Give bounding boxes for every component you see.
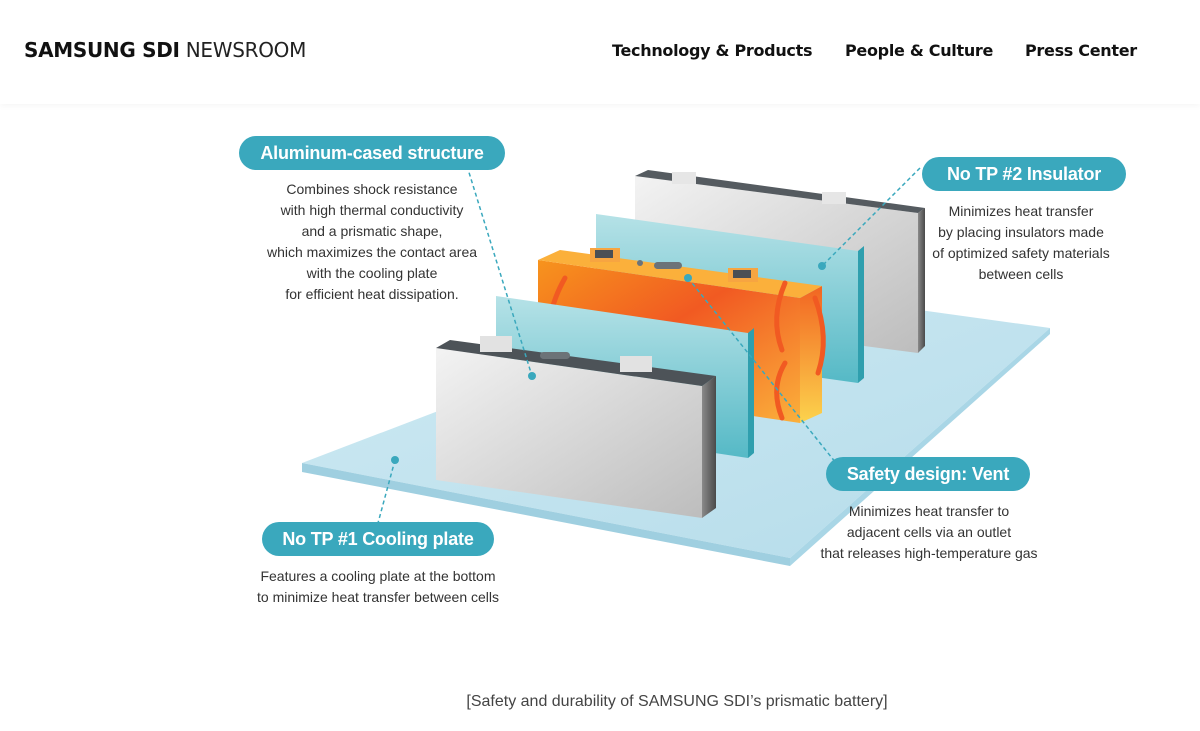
image-caption: [Safety and durability of SAMSUNG SDI’s … bbox=[466, 693, 888, 710]
callout-aluminum-title: Aluminum-cased structure bbox=[239, 136, 505, 170]
logo-brand: SAMSUNG SDI bbox=[24, 38, 180, 62]
callout-insulator-description: Minimizes heat transfer by placing insul… bbox=[932, 203, 1110, 282]
logo-section: NEWSROOM bbox=[185, 38, 307, 62]
nav-press-center[interactable]: Press Center bbox=[1025, 41, 1137, 60]
callout-aluminum-description: Combines shock resistance with high ther… bbox=[266, 181, 478, 302]
callout-vent-title: Safety design: Vent bbox=[826, 457, 1030, 491]
site-logo[interactable]: SAMSUNG SDI NEWSROOM bbox=[24, 38, 306, 62]
nav-people-culture[interactable]: People & Culture bbox=[845, 41, 994, 60]
leader-dots bbox=[391, 262, 826, 464]
leader-lines bbox=[377, 165, 921, 524]
battery-infographic: Aluminum-cased structure Combines shock … bbox=[230, 118, 1160, 628]
callout-cooling-plate-description: Features a cooling plate at the bottom t… bbox=[257, 568, 499, 605]
nav-technology-products[interactable]: Technology & Products bbox=[612, 41, 813, 60]
callout-cooling-plate-title: No TP #1 Cooling plate bbox=[262, 522, 494, 556]
callout-insulator-title: No TP #2 Insulator bbox=[922, 157, 1126, 191]
front-cell bbox=[436, 336, 716, 518]
site-header: SAMSUNG SDI NEWSROOM Technology & Produc… bbox=[0, 0, 1200, 104]
callout-vent-description: Minimizes heat transfer to adjacent cell… bbox=[820, 503, 1038, 561]
